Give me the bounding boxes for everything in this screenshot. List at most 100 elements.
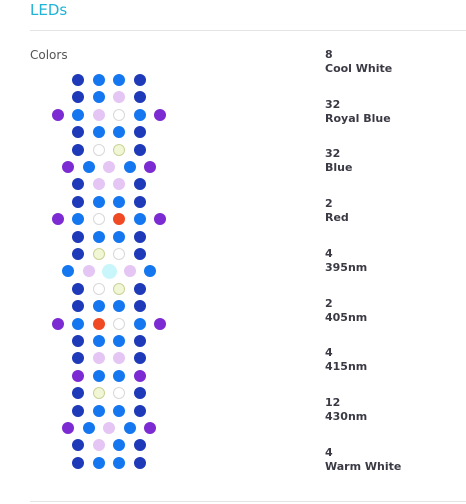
legend-name: 395nm [325, 260, 368, 274]
led-royal-blue [72, 282, 85, 295]
led-royal-blue [133, 456, 146, 469]
led-blue [113, 74, 126, 86]
led-blue [133, 108, 146, 121]
led-blue [92, 195, 105, 208]
led-led-430nm [144, 422, 156, 434]
led-blue [113, 456, 126, 469]
legend-name: Cool White [325, 62, 393, 75]
led-royal-blue [133, 439, 146, 452]
legend-count: 2 [325, 197, 333, 211]
led-led-415nm [92, 352, 105, 365]
led-blue [72, 108, 85, 121]
led-led-430nm [154, 317, 167, 330]
led-royal-blue [72, 387, 85, 400]
led-led-430nm [154, 108, 167, 121]
led-led-415nm [103, 422, 115, 434]
led-led-430nm [51, 317, 64, 330]
led-royal-blue [133, 300, 146, 313]
section-title: LEDs [30, 1, 68, 19]
led-red [92, 317, 105, 330]
led-royal-blue [133, 404, 146, 417]
led-blue [92, 456, 105, 469]
led-royal-blue [133, 352, 146, 365]
led-led-415nm [113, 178, 126, 191]
led-blue [113, 439, 126, 452]
led-blue [113, 195, 126, 208]
led-royal-blue [72, 230, 85, 243]
legend-name: 430nm [325, 409, 368, 423]
led-led-430nm [51, 108, 64, 121]
led-warm-white [92, 248, 105, 260]
led-royal-blue [72, 300, 85, 313]
led-royal-blue [133, 387, 146, 400]
led-blue [92, 404, 105, 417]
led-blue [133, 317, 146, 330]
led-royal-blue [72, 91, 85, 104]
led-blue [92, 126, 105, 139]
legend-name: 405nm [325, 310, 368, 324]
led-led-415nm [92, 439, 105, 452]
led-warm-white [92, 387, 105, 400]
led-led-415nm [92, 108, 105, 121]
led-led-415nm [123, 265, 136, 278]
legend-name: Royal Blue [325, 111, 391, 125]
led-cool-white [92, 282, 105, 295]
led-cool-white [113, 108, 126, 121]
led-led-415nm [92, 178, 105, 191]
legend-count: 32 [325, 147, 341, 161]
led-royal-blue [72, 404, 85, 417]
led-blue [123, 422, 136, 434]
led-blue [92, 335, 105, 347]
led-royal-blue [72, 456, 85, 469]
led-blue [133, 213, 146, 226]
led-led-415nm [82, 265, 95, 278]
led-royal-blue [133, 282, 146, 295]
legend-count: 4 [325, 445, 333, 459]
led-blue [92, 74, 105, 86]
led-royal-blue [72, 178, 85, 191]
led-royal-blue [72, 335, 85, 347]
led-blue [113, 230, 126, 243]
led-red [113, 213, 126, 226]
led-royal-blue [133, 195, 146, 208]
led-warm-white [113, 282, 126, 295]
led-blue [72, 317, 85, 330]
colors-label: Colors [30, 48, 68, 62]
legend-name: Red [325, 211, 349, 225]
legend-count: 4 [325, 246, 333, 260]
led-royal-blue [133, 178, 146, 191]
legend-count: 32 [325, 97, 341, 111]
led-cool-white [92, 143, 105, 156]
led-royal-blue [133, 91, 146, 104]
led-warm-white [113, 143, 126, 156]
led-led-430nm [144, 161, 156, 173]
led-cool-white [113, 248, 126, 260]
led-royal-blue [72, 195, 85, 208]
led-blue [92, 369, 105, 382]
led-blue [113, 404, 126, 417]
led-led-430nm [72, 369, 85, 382]
led-royal-blue [133, 143, 146, 156]
led-blue [144, 265, 156, 278]
led-blue [92, 230, 105, 243]
section-divider-top [30, 30, 466, 31]
led-royal-blue [72, 74, 85, 86]
led-blue [123, 161, 136, 173]
led-led-415nm [113, 91, 126, 104]
led-royal-blue [133, 74, 146, 86]
legend-count: 12 [325, 395, 341, 409]
led-led-430nm [154, 213, 167, 226]
led-royal-blue [133, 248, 146, 260]
led-blue [113, 335, 126, 347]
led-led-415nm [103, 161, 115, 173]
led-led-395nm-cyan [101, 263, 117, 279]
led-led-430nm [62, 422, 74, 434]
led-royal-blue [72, 126, 85, 139]
legend-name: 415nm [325, 360, 368, 374]
legend-name: Blue [325, 161, 353, 175]
